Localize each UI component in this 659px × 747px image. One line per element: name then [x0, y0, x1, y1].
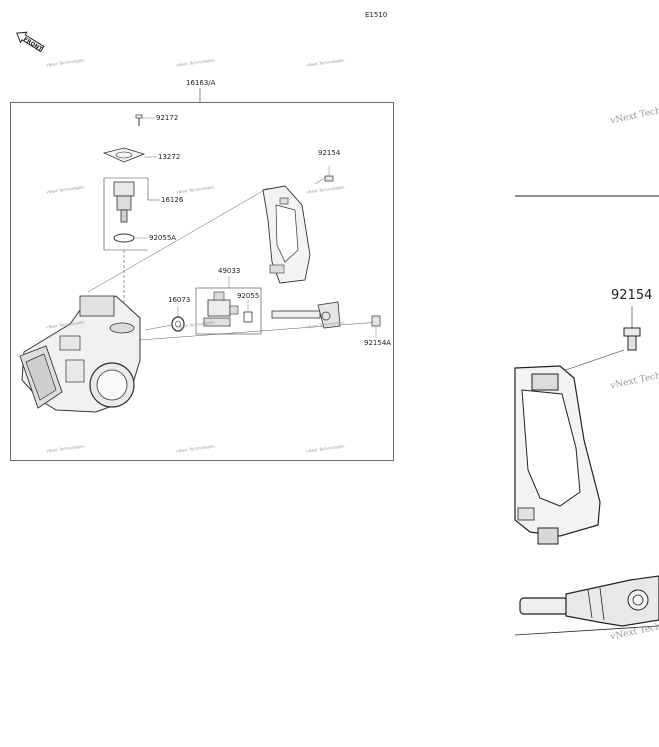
- throttle-body-icon: [19, 295, 141, 413]
- bracket-icon: [262, 185, 311, 284]
- part-label-92172: 92172: [156, 114, 179, 122]
- part-label-49033: 49033: [218, 267, 241, 275]
- part-label-16126: 16126: [161, 196, 184, 204]
- screw-92172-icon: [135, 114, 155, 126]
- screw-92154A-icon: [371, 315, 381, 338]
- assembly-label: 16163/A: [186, 79, 216, 87]
- shaft-icon: [271, 301, 341, 329]
- part-label-92154A: 92154A: [364, 339, 392, 347]
- part-label-92055: 92055: [237, 292, 260, 300]
- sensor-16126-group: [103, 177, 160, 251]
- kit-49033-group: [195, 276, 262, 335]
- zoom-bracket-icon: [514, 365, 601, 545]
- oring-16073-icon: [171, 306, 185, 332]
- part-label-92154: 92154: [318, 149, 341, 157]
- screw-92154-icon: [324, 166, 334, 182]
- zoom-screw-icon: [559, 306, 641, 373]
- gasket-13272-icon: [102, 147, 157, 163]
- zoom-part-label: 92154: [611, 288, 653, 303]
- part-label-92055A: 92055A: [149, 234, 177, 242]
- zoom-shaft-icon: [519, 575, 659, 627]
- part-label-13272: 13272: [158, 153, 181, 161]
- part-label-16073: 16073: [168, 296, 191, 304]
- figure-code: E1510: [365, 11, 388, 19]
- front-arrow-icon: FRONT: [16, 31, 45, 53]
- assembly-frame: [10, 102, 394, 461]
